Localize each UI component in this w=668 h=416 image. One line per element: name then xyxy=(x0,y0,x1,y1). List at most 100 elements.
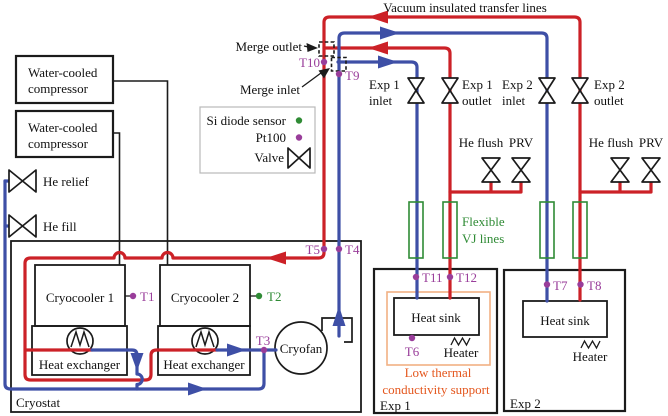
t1-sensor-dot xyxy=(129,292,137,300)
flexible-vj-label-line1: Flexible xyxy=(462,214,505,229)
t2-label: T2 xyxy=(267,289,281,304)
t5-label: T5 xyxy=(306,242,320,257)
cold-arrow-down-icon xyxy=(130,353,144,371)
exp-2-label: Exp 2 xyxy=(510,396,541,411)
t2-sensor-dot xyxy=(255,292,263,300)
merge-inlet-label: Merge inlet xyxy=(240,82,300,97)
cryocooler-2-label: Cryocooler 2 xyxy=(171,290,239,305)
exp1-outlet-label-line1: Exp 1 xyxy=(462,77,493,92)
legend-pt100-label: Pt100 xyxy=(256,130,286,145)
t4-label: T4 xyxy=(345,242,360,257)
compressor-1-to-cryocooler-2-wire xyxy=(113,80,169,265)
heater-1-label: Heater xyxy=(444,345,479,360)
cold-arrow-top-icon xyxy=(380,26,400,40)
t7-sensor-dot xyxy=(543,281,551,288)
cold-arrow-hx2-icon xyxy=(227,343,246,357)
heater-1-zigzag-icon xyxy=(450,336,471,347)
hot-exp1-outlet-pipe xyxy=(322,46,452,300)
t1-label: T1 xyxy=(140,289,154,304)
he-flush-2-label: He flush xyxy=(589,135,634,150)
t12-sensor-dot xyxy=(446,273,454,281)
cold-supply-main-pipe xyxy=(337,31,549,338)
flexible-vj-label-line2: VJ lines xyxy=(462,231,504,246)
t9-sensor-dot xyxy=(335,70,343,78)
cryostat-label: Cryostat xyxy=(16,395,60,410)
vj-sleeve-exp1-outlet xyxy=(442,201,458,259)
exp2-inlet-label-line2: inlet xyxy=(502,93,525,108)
vj-sleeve-exp1-inlet xyxy=(408,201,424,259)
cold-arrow-up-icon xyxy=(332,306,346,326)
cold-hx1-outlet-pipe xyxy=(90,348,144,391)
exp2-outlet-valve-icon xyxy=(571,77,589,104)
prv-1-valve-icon xyxy=(511,157,531,183)
vj-sleeve-exp2-inlet xyxy=(539,201,555,259)
heater-2-label: Heater xyxy=(573,349,608,364)
prv-2-label: PRV xyxy=(639,135,664,150)
t4-sensor-dot xyxy=(335,245,343,253)
cold-exp1-inlet-pipe xyxy=(336,60,419,300)
low-thermal-label-line1: Low thermal xyxy=(405,365,472,380)
legend-valve-label: Valve xyxy=(254,150,284,165)
t3-sensor-dot xyxy=(260,346,268,354)
cryofan-label: Cryofan xyxy=(280,341,323,356)
t8-sensor-dot xyxy=(577,281,584,288)
hot-flush-prv-1-pipe xyxy=(448,180,523,194)
heat-exchanger-1-label: Heat exchanger xyxy=(39,357,121,372)
low-thermal-support-box xyxy=(386,291,491,366)
heat-sink-2-box xyxy=(522,300,608,338)
t12-label: T12 xyxy=(456,270,477,285)
legend-valve-icon xyxy=(287,147,311,169)
prv-1-label: PRV xyxy=(509,135,534,150)
t3-label: T3 xyxy=(256,333,270,348)
heat-sink-1-box xyxy=(393,297,480,336)
heat-exchanger-1-coil-icon xyxy=(66,327,94,355)
compressor-1-label-line1: Water-cooled xyxy=(28,65,98,80)
heat-exchanger-2-label: Heat exchanger xyxy=(163,357,245,372)
heater-2-zigzag-icon xyxy=(580,339,601,350)
exp-1-box xyxy=(372,267,499,415)
hot-arrow-top-icon xyxy=(368,10,388,24)
t5-sensor-dot xyxy=(320,245,328,253)
legend-si-diode-dot xyxy=(295,117,303,124)
compressor-2-to-cryocooler-1-wire xyxy=(113,132,121,265)
merge-outlet-pointer xyxy=(303,43,318,52)
compressor-2-label-line1: Water-cooled xyxy=(28,120,98,135)
exp-2-box xyxy=(502,268,627,413)
exp1-outlet-label-line2: outlet xyxy=(462,93,492,108)
cold-arrow-bottom-icon xyxy=(188,382,207,396)
t11-sensor-dot xyxy=(412,273,420,281)
compressor-1-box xyxy=(14,54,115,105)
he-fill-valve-icon xyxy=(8,214,37,238)
compressor-1-label-line2: compressor xyxy=(28,81,89,96)
merge-outlet-connector xyxy=(318,41,335,57)
heat-sink-2-label: Heat sink xyxy=(540,313,590,328)
exp1-inlet-label-line1: Exp 1 xyxy=(369,77,400,92)
hot-arrow-mid-icon xyxy=(368,41,388,55)
he-flush-1-label: He flush xyxy=(459,135,504,150)
low-thermal-label-line2: conductivity support xyxy=(382,382,490,397)
exp2-outlet-label-line2: outlet xyxy=(594,93,624,108)
exp2-outlet-label-line1: Exp 2 xyxy=(594,77,625,92)
hot-flush-prv-2-pipe xyxy=(578,180,653,194)
t6-label: T6 xyxy=(405,344,420,359)
t8-label: T8 xyxy=(587,278,601,293)
he-relief-label: He relief xyxy=(43,174,90,189)
heat-exchanger-1-zigzag-icon xyxy=(70,329,90,348)
exp1-outlet-valve-icon xyxy=(441,77,459,104)
diagram-title: Vacuum insulated transfer lines xyxy=(383,0,547,15)
t10-label: T10 xyxy=(299,55,320,70)
cryofan-impeller-icon xyxy=(274,321,328,375)
cold-bottom-return-pipe xyxy=(3,179,266,391)
legend-si-diode-label: Si diode sensor xyxy=(207,113,287,128)
exp1-inlet-valve-icon xyxy=(407,77,425,104)
exp1-inlet-label-line2: inlet xyxy=(369,93,392,108)
t7-label: T7 xyxy=(553,278,568,293)
compressor-2-box xyxy=(14,109,115,159)
merge-inlet-pointer xyxy=(301,68,330,88)
he-flush-2-valve-icon xyxy=(610,157,630,183)
cold-arrow-mid-icon xyxy=(378,55,398,69)
heat-sink-1-label: Heat sink xyxy=(411,310,461,325)
hot-arrow-cryostat-icon xyxy=(266,251,286,265)
